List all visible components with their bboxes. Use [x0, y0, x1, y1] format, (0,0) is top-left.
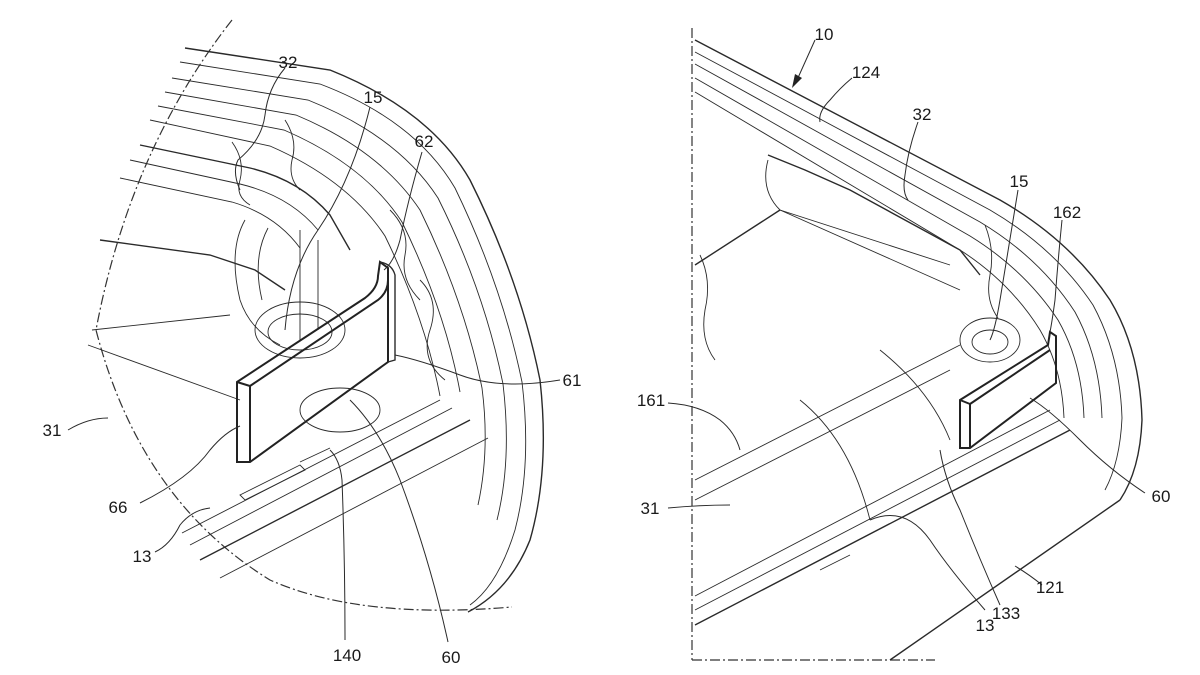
right-label-10: 10 — [815, 25, 834, 44]
left-figure: 32 15 62 61 31 66 13 140 60 — [43, 19, 582, 667]
right-figure: 10 124 32 15 162 161 31 60 133 13 121 — [637, 25, 1171, 661]
right-inner-tray — [694, 154, 1021, 571]
right-bracket-60 — [959, 330, 1057, 449]
left-label-15: 15 — [364, 88, 383, 107]
left-label-32: 32 — [279, 53, 298, 72]
right-label-32: 32 — [913, 105, 932, 124]
left-label-62: 62 — [415, 132, 434, 151]
right-labels: 10 124 32 15 162 161 31 60 133 13 121 — [637, 25, 1171, 635]
right-casing-contours — [694, 39, 1143, 661]
left-label-31: 31 — [43, 421, 62, 440]
right-label-124: 124 — [852, 63, 880, 82]
right-arrow-10 — [792, 39, 816, 88]
right-label-13: 13 — [976, 616, 995, 635]
left-inner-tray — [87, 119, 446, 501]
right-label-162: 162 — [1053, 203, 1081, 222]
left-label-66: 66 — [109, 498, 128, 517]
left-detail-boundary — [95, 19, 513, 611]
right-label-161: 161 — [637, 391, 665, 410]
left-label-61: 61 — [563, 371, 582, 390]
right-label-15: 15 — [1010, 172, 1029, 191]
left-leader-lines — [67, 67, 561, 643]
right-label-60: 60 — [1152, 487, 1171, 506]
right-label-133: 133 — [992, 604, 1020, 623]
left-label-140: 140 — [333, 646, 361, 665]
right-leader-lines — [667, 77, 1146, 611]
left-labels: 32 15 62 61 31 66 13 140 60 — [43, 53, 582, 667]
left-casing-contours — [149, 47, 545, 613]
right-label-31: 31 — [641, 499, 660, 518]
left-bracket-60 — [236, 260, 396, 463]
right-label-121: 121 — [1036, 578, 1064, 597]
left-label-60: 60 — [442, 648, 461, 667]
left-label-13: 13 — [133, 547, 152, 566]
